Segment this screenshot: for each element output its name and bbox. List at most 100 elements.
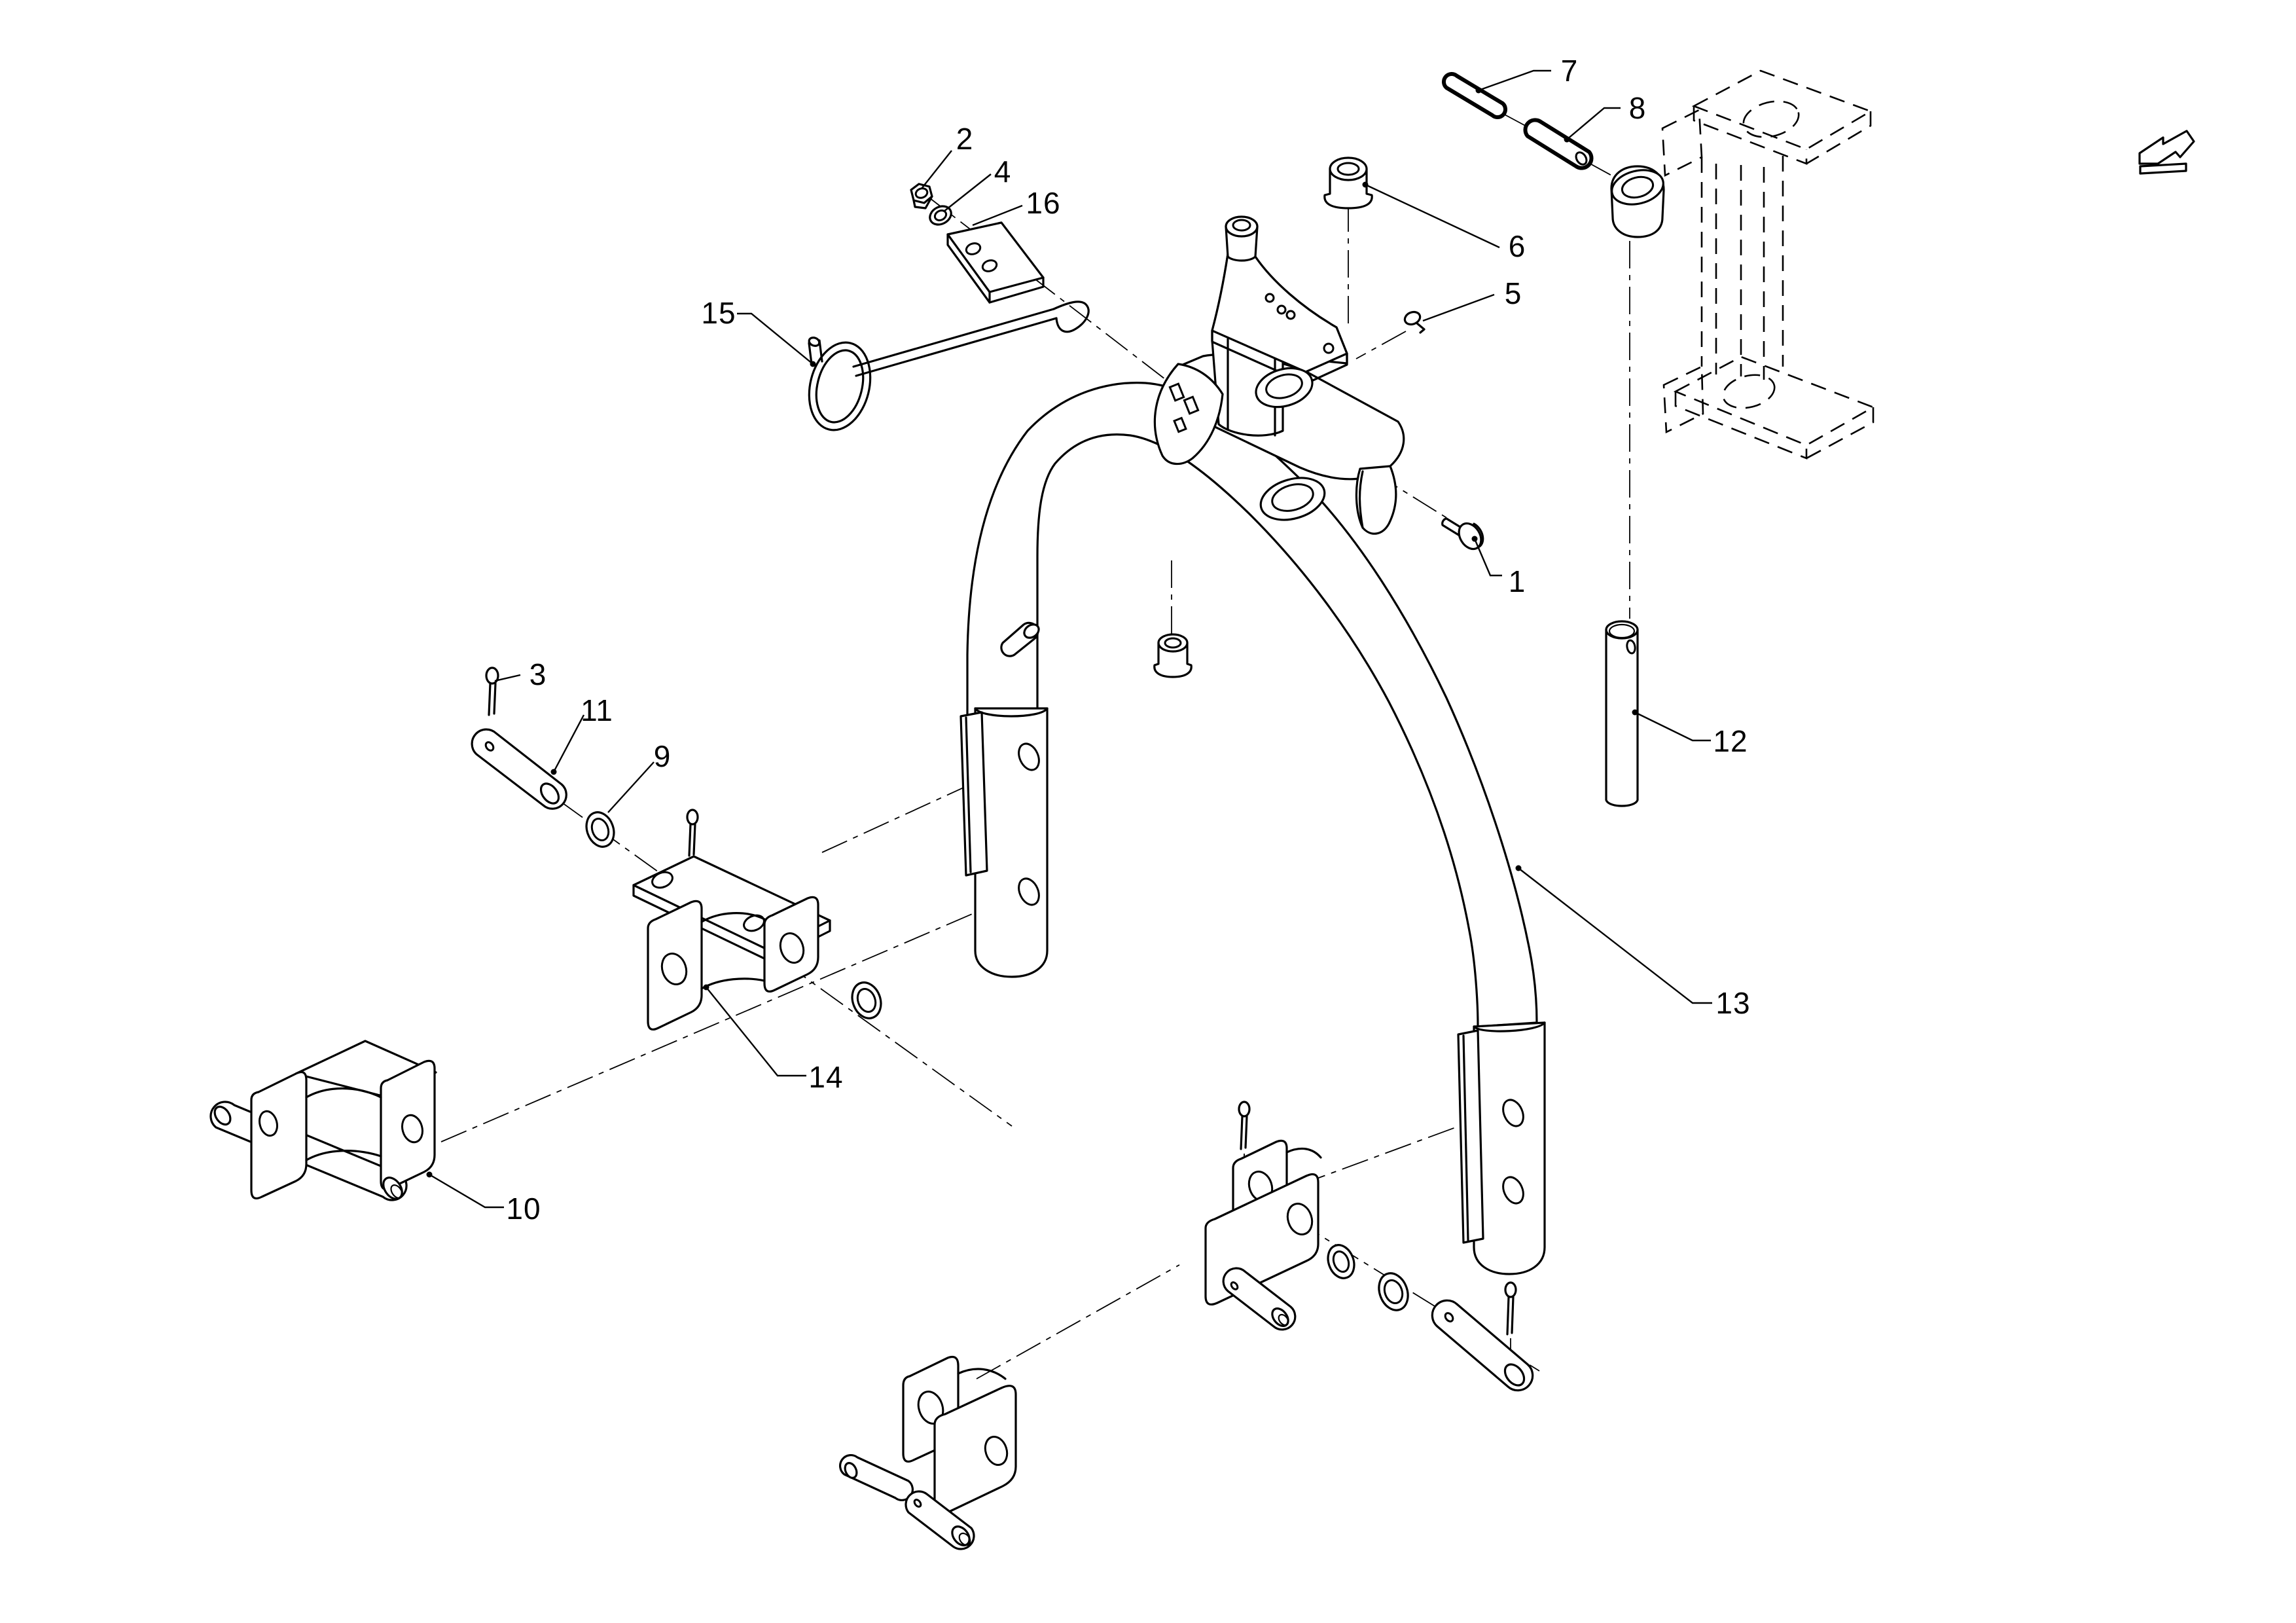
pin-12	[1605, 620, 1639, 807]
leader-line	[494, 674, 521, 682]
left-leg-lower-hole	[1018, 877, 1040, 906]
callout-label: 1	[1509, 564, 1526, 598]
callout-16: 16	[972, 186, 1060, 227]
pin-7	[1441, 71, 1508, 120]
gusset-hole-2	[1276, 304, 1287, 315]
hoop-tube	[966, 382, 1538, 1028]
guard-slot-3	[1173, 416, 1187, 433]
ring-pin-15	[808, 301, 1090, 431]
leader-line	[943, 173, 992, 212]
callout-5: 5	[1422, 276, 1522, 322]
gusset-thickness-right	[1304, 352, 1348, 385]
right-keeper-edge	[1462, 1034, 1469, 1241]
left-leg-sleeve	[974, 707, 1049, 978]
latch-plate-16	[946, 221, 1045, 304]
pivot-bushing-upper	[1610, 165, 1665, 238]
left-keeper-edge	[965, 716, 972, 873]
leader-line	[972, 204, 1023, 227]
right-keeper-bar	[1457, 1029, 1484, 1244]
callout-label: 11	[581, 693, 613, 727]
leader-dot	[1362, 181, 1369, 188]
right-sleeve-joint	[1473, 1021, 1546, 1032]
leader-line	[1634, 711, 1711, 742]
leader-dot	[810, 361, 816, 367]
washer-right-of-14	[851, 981, 882, 1019]
clamp-jaw	[1355, 465, 1397, 535]
callout-6: 6	[1362, 181, 1526, 263]
leader-line	[921, 150, 952, 189]
hoop-frame	[960, 382, 1546, 1275]
leader-line	[552, 714, 585, 773]
leader-line	[1422, 293, 1495, 322]
saddle-bore	[1265, 373, 1303, 399]
clevis-bracket-right	[1204, 1139, 1322, 1331]
washer-9	[585, 811, 615, 848]
clevis-bracket-bottom	[839, 1355, 1017, 1550]
left-leg-upper-hole	[1018, 742, 1040, 771]
leader-dot	[1471, 536, 1478, 542]
leader-dot	[1515, 865, 1522, 871]
ghost-clevis-bracket	[1661, 69, 1876, 460]
gusset-hole-4	[1323, 342, 1335, 354]
centerline-clevis10	[440, 892, 1022, 1142]
callout-10: 10	[426, 1171, 541, 1226]
callout-label: 7	[1561, 54, 1579, 88]
callout-11: 11	[550, 693, 613, 775]
left-sleeve-joint	[974, 707, 1049, 718]
callout-14: 14	[703, 984, 843, 1094]
pin-8	[1523, 118, 1594, 170]
callout-label: 8	[1629, 91, 1647, 125]
clevis-pin-11	[471, 728, 567, 810]
callout-3: 3	[494, 657, 546, 691]
bushing-6	[1323, 156, 1373, 210]
cotter-pin-mid	[686, 809, 699, 857]
leader-dot	[426, 1171, 433, 1178]
callout-label: 4	[994, 155, 1012, 189]
callout-7: 7	[1475, 54, 1579, 94]
callout-label: 5	[1505, 276, 1522, 310]
callout-label: 14	[808, 1060, 843, 1094]
washer-right-2	[1378, 1272, 1409, 1311]
callout-label: 2	[956, 122, 974, 156]
leader-line	[1478, 69, 1551, 92]
right-leg-lower-hole	[1502, 1176, 1524, 1205]
callout-label: 6	[1509, 229, 1526, 263]
callout-label: 12	[1713, 724, 1748, 758]
leader-dot	[703, 984, 709, 991]
leader-line	[429, 1173, 504, 1209]
leader-line	[1566, 107, 1621, 140]
gusset-hole-1	[1265, 293, 1275, 303]
cotter-pin-3	[485, 666, 499, 716]
mast-bracket	[1153, 215, 1405, 535]
callout-13: 13	[1515, 865, 1750, 1020]
centerline-screw5	[1355, 331, 1407, 359]
latch-peg	[1000, 621, 1040, 657]
guard-slot-2	[1183, 395, 1200, 415]
sheet-orientation-arrow-icon	[2138, 130, 2195, 175]
leader-dot	[550, 769, 557, 775]
clamp-jaw-edge	[1358, 470, 1364, 529]
leader-dot	[1564, 136, 1570, 143]
centerline-bottom-clevis	[976, 1264, 1180, 1379]
bolt-1	[1441, 517, 1484, 551]
lower-boss-bore	[1271, 483, 1314, 512]
callout-label: 16	[1026, 186, 1060, 220]
callout-12: 12	[1632, 709, 1748, 758]
callout-label: 15	[701, 296, 736, 330]
callout-1: 1	[1471, 536, 1526, 598]
nut-2	[910, 183, 933, 210]
leader-dot	[1632, 709, 1638, 716]
callout-4: 4	[943, 155, 1012, 212]
clevis-bracket-14	[632, 855, 831, 1030]
leader-line	[607, 761, 655, 813]
guard-slot-1	[1168, 382, 1185, 402]
centerline-latch-axis	[924, 193, 1194, 401]
leader-dot	[1475, 87, 1482, 94]
centerline-right-leg-hole	[1299, 1118, 1481, 1186]
callout-2: 2	[921, 122, 974, 189]
gusset-hole-3	[1285, 310, 1296, 320]
cotter-pin-right-lower	[1504, 1281, 1517, 1336]
